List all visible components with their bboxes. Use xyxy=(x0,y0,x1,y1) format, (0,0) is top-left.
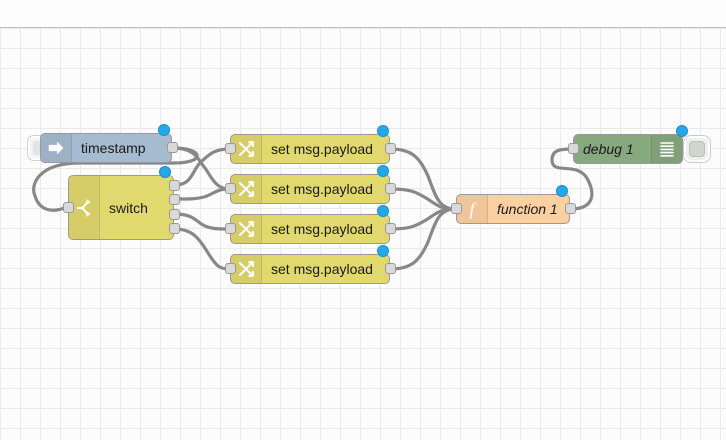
node-inject-timestamp[interactable]: timestamp xyxy=(40,133,172,163)
port-input-switch[interactable] xyxy=(63,202,74,213)
editor-top-strip xyxy=(0,0,726,28)
port-output-function-1[interactable] xyxy=(565,203,576,214)
port-input-function-1[interactable] xyxy=(451,203,462,214)
port-output-switch-2[interactable] xyxy=(169,209,180,220)
node-switch[interactable]: switch xyxy=(68,175,174,240)
port-input-change-2[interactable] xyxy=(225,183,236,194)
node-debug-1[interactable]: debug 1 xyxy=(573,134,683,164)
port-output-change-1[interactable] xyxy=(385,143,396,154)
node-label-change-4: set msg.payload xyxy=(271,261,373,277)
port-output-switch-0[interactable] xyxy=(169,180,180,191)
port-output-inject[interactable] xyxy=(167,142,178,153)
swap-arrows-icon xyxy=(231,215,262,243)
port-input-debug-1[interactable] xyxy=(568,143,579,154)
port-output-change-4[interactable] xyxy=(385,263,396,274)
changed-indicator-change-1 xyxy=(377,125,389,137)
debug-lines-icon xyxy=(651,135,682,163)
debug-toggle-inner xyxy=(689,141,705,157)
port-output-switch-3[interactable] xyxy=(169,223,180,234)
node-label-inject: timestamp xyxy=(81,140,146,156)
changed-indicator-change-4 xyxy=(377,245,389,257)
debug-enable-toggle-button[interactable] xyxy=(684,136,710,162)
node-label-change-3: set msg.payload xyxy=(271,221,373,237)
node-change-3[interactable]: set msg.payload xyxy=(230,214,390,244)
port-output-change-3[interactable] xyxy=(385,223,396,234)
node-change-4[interactable]: set msg.payload xyxy=(230,254,390,284)
port-input-change-1[interactable] xyxy=(225,143,236,154)
switch-branch-icon xyxy=(69,176,100,239)
arrow-right-icon xyxy=(41,134,72,162)
changed-indicator-debug-1 xyxy=(676,125,688,137)
changed-indicator-inject xyxy=(158,124,170,136)
port-input-change-3[interactable] xyxy=(225,223,236,234)
node-label-change-1: set msg.payload xyxy=(271,141,373,157)
function-f-icon: f xyxy=(457,195,488,223)
port-output-change-2[interactable] xyxy=(385,183,396,194)
node-label-switch: switch xyxy=(109,199,148,216)
changed-indicator-function-1 xyxy=(556,185,568,197)
port-input-change-4[interactable] xyxy=(225,263,236,274)
swap-arrows-icon xyxy=(231,135,262,163)
node-label-debug-1: debug 1 xyxy=(583,141,634,157)
swap-arrows-icon xyxy=(231,175,262,203)
port-output-switch-1[interactable] xyxy=(169,194,180,205)
changed-indicator-change-3 xyxy=(377,205,389,217)
node-label-change-2: set msg.payload xyxy=(271,181,373,197)
node-function-1[interactable]: f function 1 xyxy=(456,194,570,224)
node-label-function-1: function 1 xyxy=(497,201,558,217)
node-change-1[interactable]: set msg.payload xyxy=(230,134,390,164)
swap-arrows-icon xyxy=(231,255,262,283)
changed-indicator-switch xyxy=(159,166,171,178)
svg-text:f: f xyxy=(469,199,477,219)
node-change-2[interactable]: set msg.payload xyxy=(230,174,390,204)
changed-indicator-change-2 xyxy=(377,165,389,177)
